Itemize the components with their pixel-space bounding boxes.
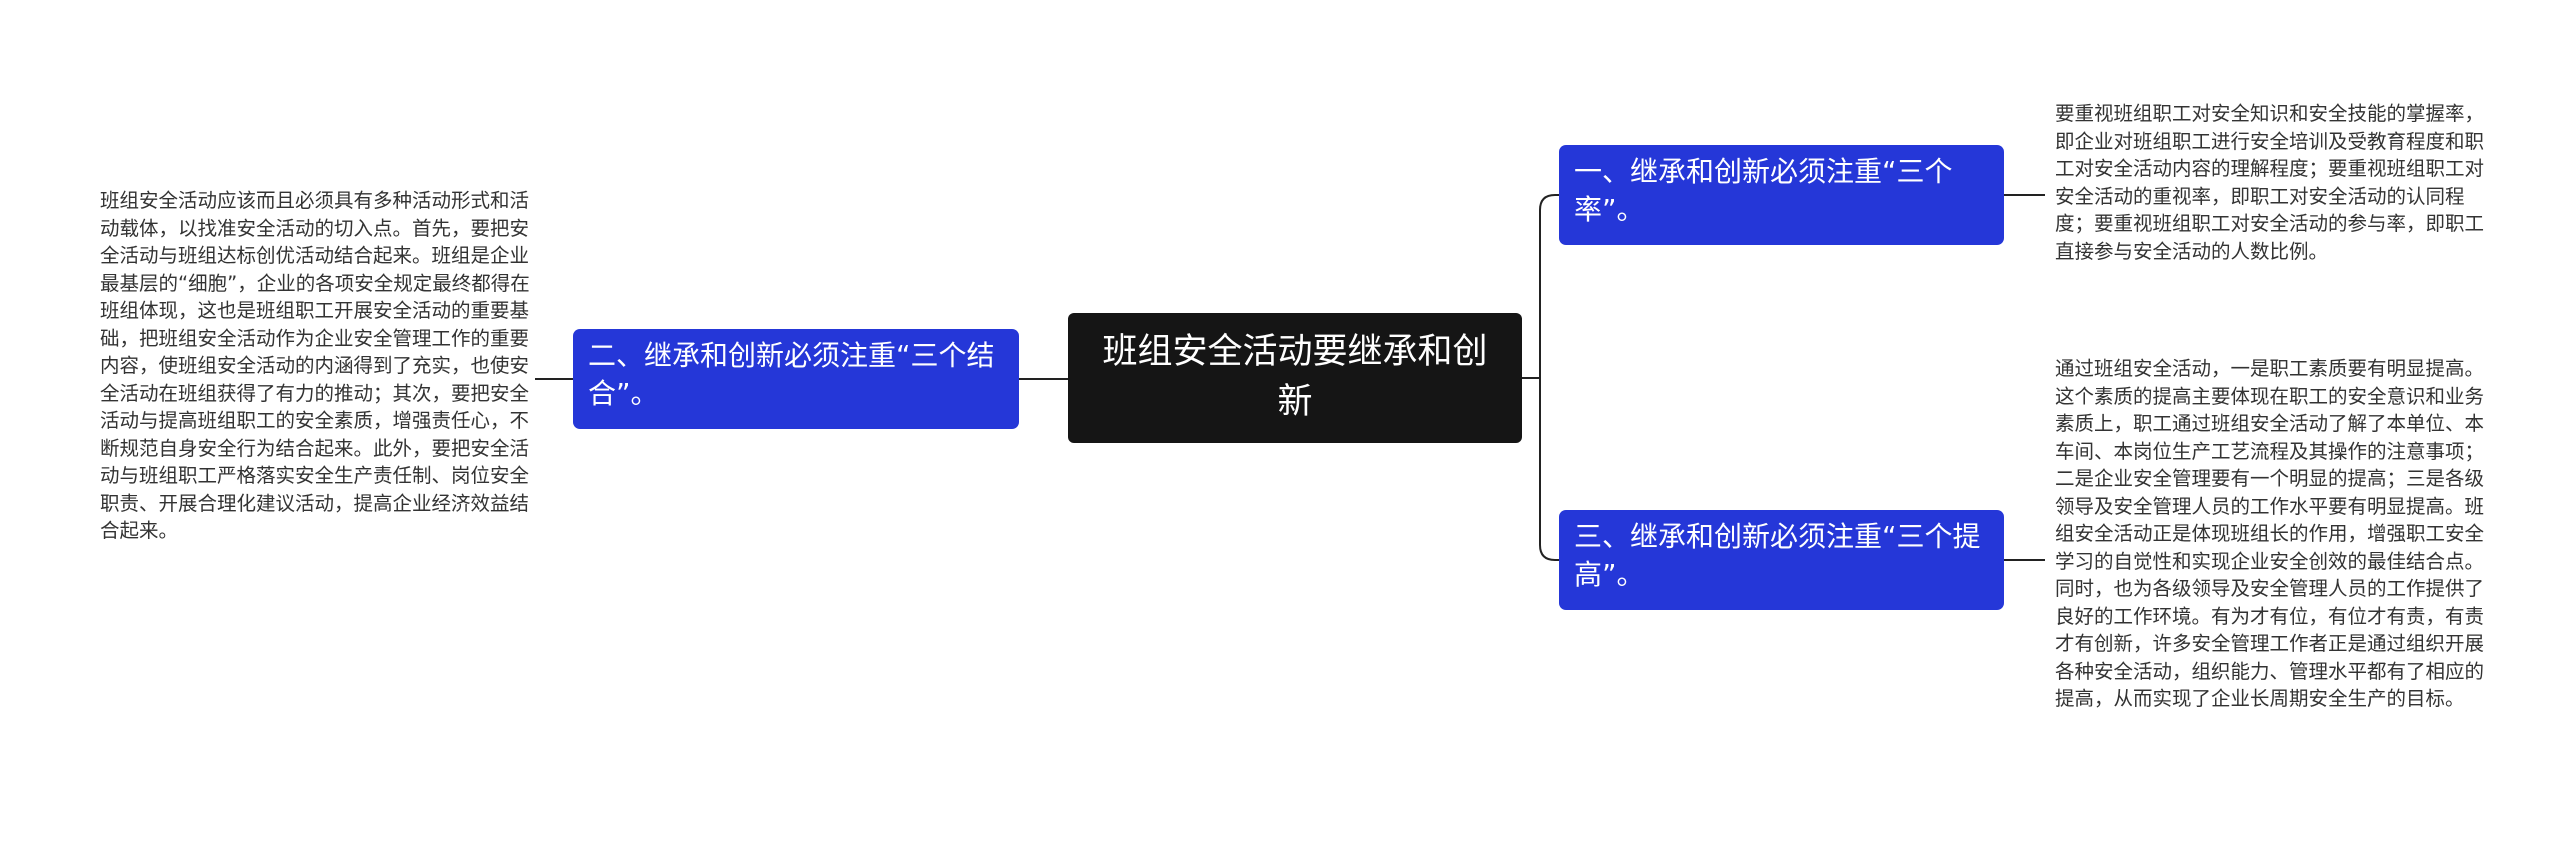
connector-to-branch-3 xyxy=(1539,378,1559,561)
leaf-note-3[interactable]: 通过班组安全活动，一是职工素质要有明显提高。这个素质的提高主要体现在职工的安全意… xyxy=(2055,355,2485,713)
leaf-note-3-text: 通过班组安全活动，一是职工素质要有明显提高。这个素质的提高主要体现在职工的安全意… xyxy=(2055,357,2485,710)
branch-topic-3-label: 三、继承和创新必须注重“三个提高”。 xyxy=(1574,520,1981,591)
branch-topic-1-label: 一、继承和创新必须注重“三个率”。 xyxy=(1574,155,1953,226)
branch-topic-1[interactable]: 一、继承和创新必须注重“三个率”。 xyxy=(1559,145,2004,245)
branch-topic-2-label: 二、继承和创新必须注重“三个结合”。 xyxy=(588,339,995,410)
branch-topic-3[interactable]: 三、继承和创新必须注重“三个提高”。 xyxy=(1559,510,2004,610)
leaf-note-1-text: 要重视班组职工对安全知识和安全技能的掌握率，即企业对班组职工进行安全培训及受教育… xyxy=(2055,102,2485,263)
leaf-note-2-text: 班组安全活动应该而且必须具有多种活动形式和活动载体，以找准安全活动的切入点。首先… xyxy=(100,189,530,542)
leaf-note-1[interactable]: 要重视班组职工对安全知识和安全技能的掌握率，即企业对班组职工进行安全培训及受教育… xyxy=(2055,100,2485,265)
root-topic-label: 班组安全活动要继承和创新 xyxy=(1102,332,1488,422)
connector-to-branch-1 xyxy=(1539,194,1559,378)
root-topic[interactable]: 班组安全活动要继承和创新 xyxy=(1068,313,1522,443)
leaf-note-2[interactable]: 班组安全活动应该而且必须具有多种活动形式和活动载体，以找准安全活动的切入点。首先… xyxy=(100,187,530,545)
branch-topic-2[interactable]: 二、继承和创新必须注重“三个结合”。 xyxy=(573,329,1019,429)
